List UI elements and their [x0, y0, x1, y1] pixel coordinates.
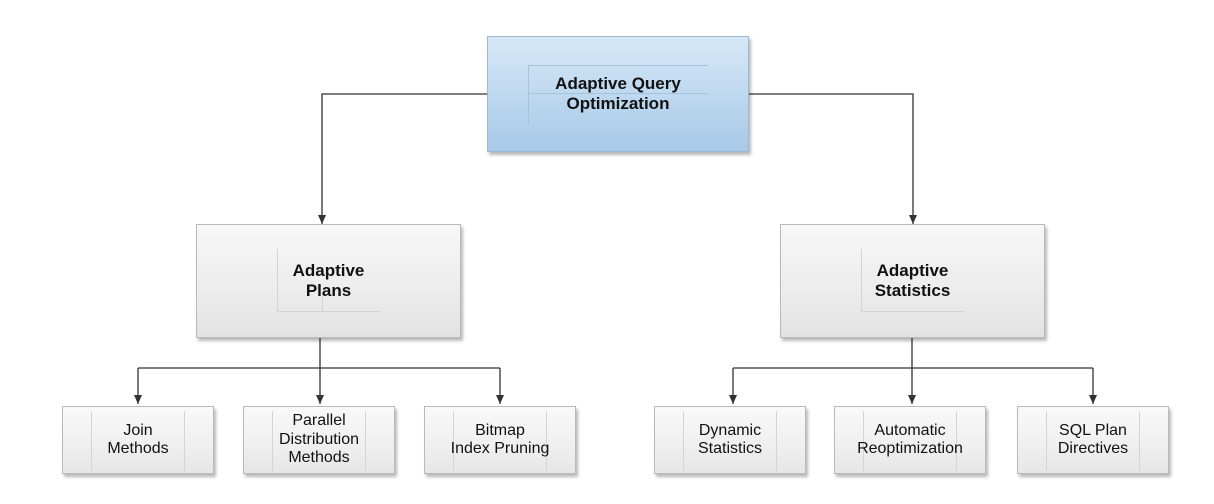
node-label: SQL Plan Directives	[1057, 421, 1129, 457]
node-automatic-reoptimization: Automatic Reoptimization	[834, 406, 986, 474]
node-sql-plan-directives: SQL Plan Directives	[1017, 406, 1169, 474]
node-parallel-distribution-methods: Parallel Distribution Methods	[243, 406, 395, 474]
node-label: Adaptive Statistics	[874, 261, 951, 300]
connector-plans-trunk	[138, 338, 500, 369]
node-label: Adaptive Plans	[292, 261, 365, 300]
node-adaptive-query-optimization: Adaptive Query Optimization	[487, 36, 749, 152]
node-label: Bitmap Index Pruning	[450, 421, 550, 457]
connector-root-to-adaptive-plans	[318, 93, 487, 224]
node-dynamic-statistics: Dynamic Statistics	[654, 406, 806, 474]
node-label: Dynamic Statistics	[697, 421, 762, 457]
node-label: Parallel Distribution Methods	[278, 412, 360, 467]
connector-root-to-adaptive-statistics	[749, 93, 917, 224]
node-label: Automatic Reoptimization	[857, 421, 963, 457]
node-adaptive-statistics: Adaptive Statistics	[780, 224, 1045, 338]
node-bitmap-index-pruning: Bitmap Index Pruning	[424, 406, 576, 474]
node-join-methods: Join Methods	[62, 406, 214, 474]
node-label: Join Methods	[107, 421, 169, 457]
node-adaptive-plans: Adaptive Plans	[196, 224, 461, 338]
node-label: Adaptive Query Optimization	[555, 74, 681, 113]
connector-statistics-trunk	[733, 338, 1093, 369]
